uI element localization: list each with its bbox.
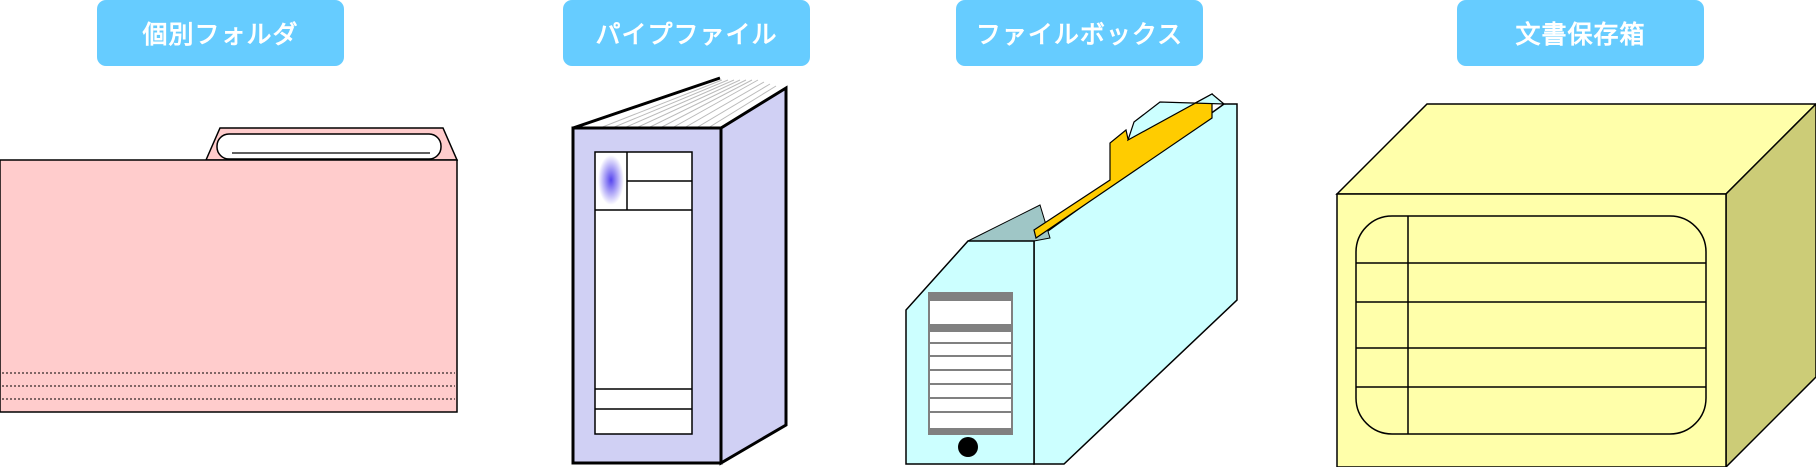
- document-storage-box-icon: [1335, 102, 1816, 467]
- spine-accent-icon: [598, 155, 624, 205]
- label-pipe-file: パイプファイル: [563, 0, 810, 66]
- finger-hole-icon: [958, 437, 978, 457]
- file-box-icon: [905, 92, 1238, 465]
- pipe-file-binder-icon: [571, 76, 788, 466]
- label-document-storage-box: 文書保存箱: [1457, 0, 1704, 66]
- label-individual-folder: 個別フォルダ: [97, 0, 344, 66]
- individual-folder-icon: [0, 127, 459, 413]
- label-file-box: ファイルボックス: [956, 0, 1203, 66]
